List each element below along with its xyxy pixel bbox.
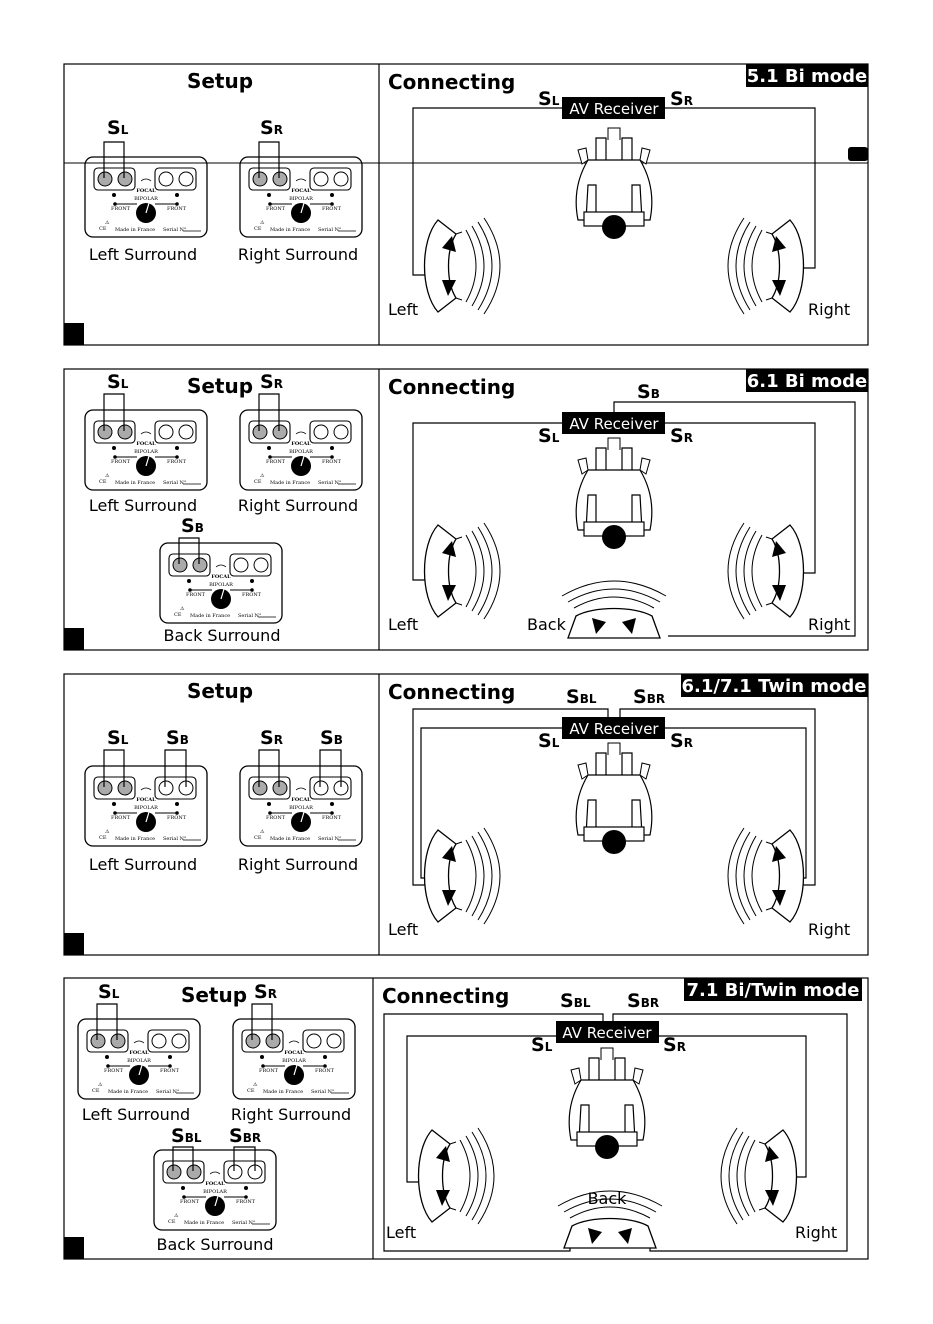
- listener-icon: [568, 1047, 646, 1160]
- speaker-plate-icon: [77, 1018, 201, 1100]
- surround-speaker-icon: [423, 217, 501, 315]
- mode-badge: 6.1 Bi mode: [747, 371, 868, 392]
- plate-tag: SR: [260, 371, 283, 393]
- surround-speaker-icon: [727, 827, 805, 925]
- speaker-plate-icon: [232, 1018, 356, 1100]
- speaker-plate-icon: [84, 156, 208, 238]
- position-back: Back: [527, 615, 567, 634]
- position-left: Left: [386, 1223, 416, 1242]
- connecting-title: Connecting: [382, 984, 509, 1008]
- panel-6-1-bi-mode: Setup Connecting 6.1 Bi mode SL SR SB Le…: [63, 368, 869, 651]
- receiver-tag: SL: [538, 88, 560, 110]
- corner-mark: [64, 323, 84, 345]
- plate-tag: SB: [181, 515, 204, 537]
- mode-badge: 5.1 Bi mode: [747, 66, 868, 87]
- plate-tag: SL: [98, 981, 120, 1003]
- back-speaker-icon: [561, 580, 667, 639]
- receiver-tag: SL: [538, 425, 560, 447]
- receiver-tag: SBL: [566, 686, 597, 708]
- connecting-title: Connecting: [388, 70, 515, 94]
- plate-label: Right Surround: [238, 496, 358, 515]
- plate-tag: SL: [107, 727, 129, 749]
- surround-speaker-icon: [417, 1127, 495, 1225]
- receiver-tag: SL: [531, 1034, 553, 1056]
- plate-label: Left Surround: [89, 245, 197, 264]
- connecting-title: Connecting: [388, 680, 515, 704]
- listener-icon: [575, 742, 653, 855]
- plate-label: Back Surround: [164, 626, 281, 645]
- av-receiver: AV Receiver: [562, 1024, 652, 1042]
- panel-twin-mode: Setup Connecting 6.1/7.1 Twin mode SL SB…: [63, 673, 869, 956]
- mode-badge: 6.1/7.1 Twin mode: [681, 676, 866, 697]
- position-back: Back: [588, 1189, 628, 1208]
- receiver-tag: SR: [663, 1034, 686, 1056]
- position-right: Right: [808, 300, 850, 319]
- position-right: Right: [795, 1223, 837, 1242]
- position-left: Left: [388, 300, 418, 319]
- receiver-tag: SR: [670, 425, 693, 447]
- plate-tag: SL: [107, 371, 129, 393]
- plate-label: Back Surround: [157, 1235, 274, 1254]
- plate-label: Right Surround: [238, 245, 358, 264]
- setup-title: Setup: [187, 374, 253, 398]
- speaker-plate-icon: [239, 156, 363, 238]
- surround-speaker-icon: [727, 217, 805, 315]
- plate-tag: SBR: [229, 1125, 261, 1147]
- receiver-tag: SR: [670, 730, 693, 752]
- surround-speaker-icon: [727, 522, 805, 620]
- setup-title: Setup: [181, 983, 247, 1007]
- connecting-title: Connecting: [388, 375, 515, 399]
- speaker-plate-icon: [159, 542, 283, 624]
- position-left: Left: [388, 920, 418, 939]
- speaker-plate-icon: [153, 1149, 277, 1231]
- plate-tag: SB: [320, 727, 343, 749]
- speaker-plate-icon: [239, 765, 363, 847]
- plate-label: Left Surround: [89, 855, 197, 874]
- receiver-tag: SR: [670, 88, 693, 110]
- plate-tag: SR: [260, 727, 283, 749]
- plate-label: Left Surround: [89, 496, 197, 515]
- surround-speaker-icon: [423, 522, 501, 620]
- plate-tag: SBL: [171, 1125, 202, 1147]
- mode-badge: 7.1 Bi/Twin mode: [686, 980, 859, 1001]
- speaker-plate-icon: [239, 409, 363, 491]
- receiver-tag: SBR: [633, 686, 665, 708]
- av-receiver: AV Receiver: [569, 720, 659, 738]
- panel-7-1-bi-twin-mode: Setup Connecting 7.1 Bi/Twin mode SL SR …: [63, 977, 869, 1260]
- av-receiver: AV Receiver: [569, 100, 659, 118]
- panel-5-1-bi-mode: Setup Connecting 5.1 Bi mode SL SR Left …: [63, 63, 869, 346]
- surround-speaker-icon: [423, 827, 501, 925]
- plate-tag: SL: [107, 117, 129, 139]
- speaker-plate-icon: [84, 765, 208, 847]
- speaker-plate-icon: [84, 409, 208, 491]
- plate-tag: SR: [254, 981, 277, 1003]
- receiver-tag: SBR: [627, 990, 659, 1012]
- setup-title: Setup: [187, 69, 253, 93]
- plate-label: Right Surround: [231, 1105, 351, 1124]
- receiver-tag: SB: [637, 381, 660, 403]
- receiver-tag: SBL: [560, 990, 591, 1012]
- plate-label: Left Surround: [82, 1105, 190, 1124]
- position-left: Left: [388, 615, 418, 634]
- av-receiver: AV Receiver: [569, 415, 659, 433]
- position-right: Right: [808, 615, 850, 634]
- plate-tag: SR: [260, 117, 283, 139]
- plate-label: Right Surround: [238, 855, 358, 874]
- receiver-tag: SL: [538, 730, 560, 752]
- listener-icon: [575, 437, 653, 550]
- position-right: Right: [808, 920, 850, 939]
- listener-icon: [575, 127, 653, 240]
- setup-title: Setup: [187, 679, 253, 703]
- plate-tag: SB: [166, 727, 189, 749]
- surround-speaker-icon: [720, 1127, 798, 1225]
